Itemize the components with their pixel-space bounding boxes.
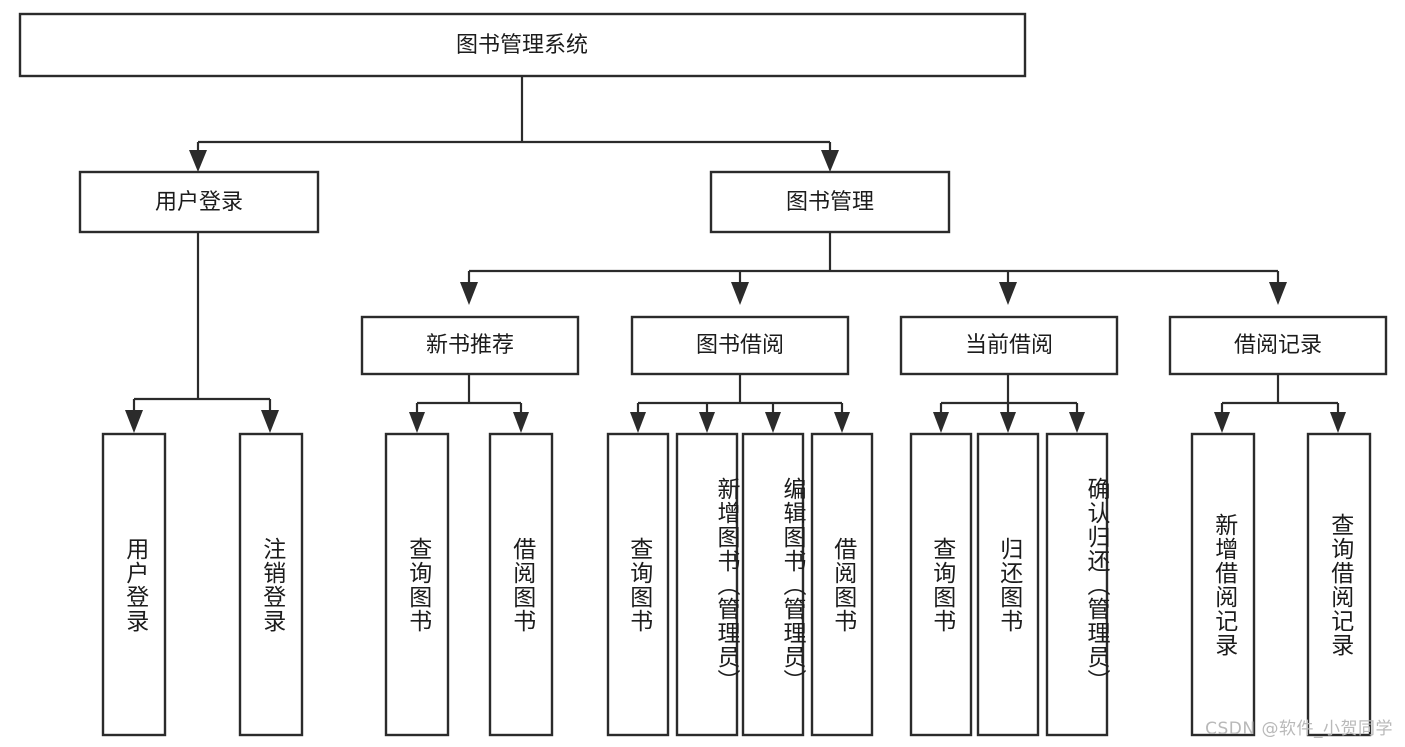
arrow-head-new-book — [460, 282, 478, 305]
node-book-borrow[interactable] — [630, 315, 850, 376]
label-current-borrow: 当前借阅 — [965, 333, 1053, 358]
label-book-borrow: 图书借阅 — [696, 333, 784, 358]
arrow-head-records — [1269, 282, 1287, 305]
arrow-head-borrow-leaf1 — [630, 412, 646, 433]
arrow-head-records-leaf1 — [1214, 412, 1230, 433]
arrow-head-current-leaf3 — [1069, 412, 1085, 433]
connector-group-book-mgmt — [460, 232, 1287, 305]
arrow-head-current-leaf2 — [1000, 412, 1016, 433]
connector-group-user-login — [125, 232, 279, 433]
arrow-head-new-book-leaf2 — [513, 412, 529, 433]
leaf-newbook-borrow-book[interactable] — [488, 432, 554, 737]
node-current-borrow[interactable] — [899, 315, 1119, 376]
leaf-user-login[interactable] — [101, 432, 167, 737]
arrow-head-user-login — [189, 150, 207, 172]
connector-group-current-borrow — [933, 374, 1085, 433]
leaf-newbook-query-book[interactable] — [384, 432, 450, 737]
leaf-borrow-add-book-admin[interactable] — [675, 432, 739, 737]
leaf-current-query-book[interactable] — [909, 432, 973, 737]
label-user-login: 用户登录 — [155, 190, 243, 215]
arrow-head-records-leaf2 — [1330, 412, 1346, 433]
label-book-management: 图书管理 — [786, 190, 874, 215]
arrow-head-current-borrow — [999, 282, 1017, 305]
node-borrow-records[interactable] — [1168, 315, 1388, 376]
label-root-library-system: 图书管理系统 — [456, 33, 588, 58]
arrow-head-leaf-user-login — [125, 410, 143, 433]
arrow-head-book-mgmt — [821, 150, 839, 172]
connector-group-root — [189, 76, 839, 172]
leaf-records-query-record[interactable] — [1306, 432, 1372, 737]
arrow-head-borrow-leaf3 — [765, 412, 781, 433]
leaf-borrow-edit-book-admin[interactable] — [741, 432, 805, 737]
label-borrow-records: 借阅记录 — [1234, 333, 1322, 358]
node-book-management[interactable] — [709, 170, 951, 234]
leaf-borrow-borrow-book[interactable] — [810, 432, 874, 737]
leaf-records-add-record[interactable] — [1190, 432, 1256, 737]
csdn-watermark: CSDN @软件_小贺同学 — [1205, 719, 1393, 739]
leaf-current-confirm-return-admin[interactable] — [1045, 432, 1109, 737]
arrow-head-borrow — [731, 282, 749, 305]
connector-group-new-book — [409, 374, 529, 433]
arrow-head-current-leaf1 — [933, 412, 949, 433]
arrow-head-new-book-leaf1 — [409, 412, 425, 433]
connector-group-borrow — [630, 374, 850, 433]
label-new-book-recommend: 新书推荐 — [426, 333, 514, 358]
arrow-head-borrow-leaf4 — [834, 412, 850, 433]
arrow-head-leaf-logout — [261, 410, 279, 433]
leaf-current-return-book[interactable] — [976, 432, 1040, 737]
arrow-head-borrow-leaf2 — [699, 412, 715, 433]
leaf-logout[interactable] — [238, 432, 304, 737]
leaf-borrow-query-book[interactable] — [606, 432, 670, 737]
node-new-book-recommend[interactable] — [360, 315, 580, 376]
node-user-login[interactable] — [78, 170, 320, 234]
node-root-library-system[interactable] — [18, 12, 1027, 78]
connector-group-records — [1214, 374, 1346, 433]
